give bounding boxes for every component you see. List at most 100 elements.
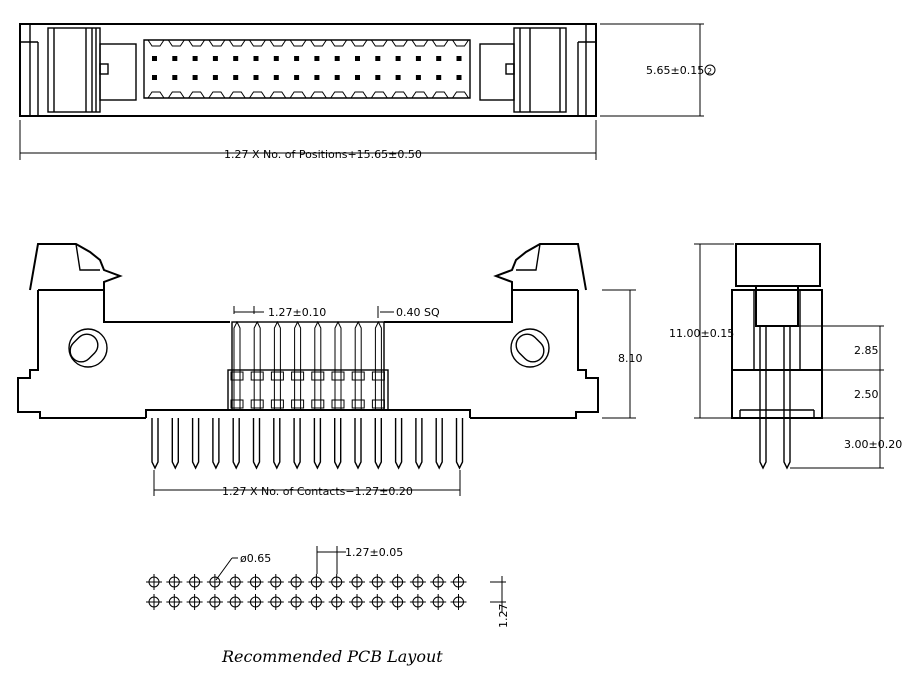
top-pin [152,75,157,80]
top-right-latch [479,27,567,113]
shroud-tooth [289,39,307,47]
front-tail-pin [354,418,362,470]
top-shroud [143,39,471,99]
top-pin [456,75,462,80]
top-pin [253,56,259,61]
top-view-outline [19,23,597,117]
front-base [145,409,471,418]
front-pin-upper [273,320,281,410]
top-pin [233,75,239,80]
front-tail-pin [293,418,301,470]
front-pin-collar [250,371,264,381]
front-pin-collar [331,399,345,409]
front-pin-collar [371,399,385,409]
top-pin [233,56,239,61]
front-tail-pin [455,418,464,470]
top-pin [253,75,259,80]
shroud-tooth [370,91,388,99]
top-pin [273,75,279,80]
front-view: 1.27±0.10 0.40 SQ 8.10 1.27 X No. of Con… [17,243,643,498]
top-pin [436,56,442,61]
shroud-tooth [309,39,327,47]
front-left-ejector [17,243,230,419]
front-tail-pin [171,418,179,470]
top-pin [172,75,178,80]
pcb-layout-caption: Recommended PCB Layout [221,647,443,666]
shroud-tooth [208,91,226,99]
front-pin-upper [354,320,362,410]
shroud-tooth [411,91,429,99]
shroud-tooth [188,39,206,47]
top-pin [152,56,157,61]
front-pin-collar [291,371,305,381]
front-pin-collar [270,371,284,381]
shroud-tooth [330,91,348,99]
front-pin-collar [270,399,284,409]
shroud-tooth [452,39,469,47]
dim-contacts-length: 1.27 X No. of Contacts−1.27±0.20 [222,485,413,498]
shroud-tooth [431,39,449,47]
front-tail-pin [151,418,159,470]
shroud-tooth [188,91,206,99]
front-tail-pin [394,418,403,470]
dim-pcb-row-pitch: 1.27 [497,604,510,629]
front-tail-pin [273,418,281,470]
top-pin [395,75,401,80]
top-pin [273,56,279,61]
top-pin [355,75,360,80]
shroud-tooth [249,91,266,99]
front-tail-pin [252,418,261,470]
front-pin-upper [253,320,261,410]
top-pin [334,75,340,80]
front-right-ejector [384,243,599,419]
front-tail-pin [232,418,240,470]
dim-side-tail: 3.00±0.20 [844,438,902,451]
shroud-tooth [147,91,165,99]
shroud-tooth [147,39,165,47]
shroud-tooth [411,39,429,47]
dim-pitch: 1.27±0.10 [268,306,326,319]
front-tail-pin [313,418,322,470]
front-pin-upper [314,320,322,410]
front-pin-collar [311,371,325,381]
front-pin-collar [351,399,365,409]
shroud-tooth [289,91,307,99]
front-pin-collar [311,399,325,409]
shroud-tooth [350,91,368,99]
shroud-tooth [228,39,246,47]
shroud-tooth [370,39,388,47]
top-pin [314,75,320,80]
shroud-tooth [249,39,266,47]
top-pin [192,56,198,61]
shroud-tooth [208,39,226,47]
top-pin [212,75,218,80]
front-tail-pin [212,418,220,470]
front-tail-pin [191,418,200,470]
shroud-tooth [167,91,185,99]
top-pin [314,56,320,61]
dim-side-upper: 2.85 [854,344,879,357]
shroud-tooth [350,39,368,47]
front-pin-collar [230,371,244,381]
front-pin-collar [291,399,305,409]
front-tail-pin [374,418,382,470]
shroud-tooth [391,39,409,47]
top-pin [375,56,381,61]
shroud-tooth [269,91,287,99]
top-pin [334,56,340,61]
top-pin [192,75,198,80]
top-pin [456,56,462,61]
shroud-tooth [330,39,348,47]
top-pin [375,75,381,80]
top-pin [294,56,300,61]
top-view: 5.65±0.15 2 1.27 X No. of Positions+15.6… [19,23,716,161]
top-pin [212,56,218,61]
top-pin [172,56,178,61]
shroud-tooth [391,91,409,99]
dim-overall-length: 1.27 X No. of Positions+15.65±0.50 [224,148,422,161]
front-pin-upper [233,320,241,410]
dim-hole-dia: ø0.65 [240,552,271,565]
shroud-tooth [167,39,185,47]
shroud-tooth [431,91,449,99]
